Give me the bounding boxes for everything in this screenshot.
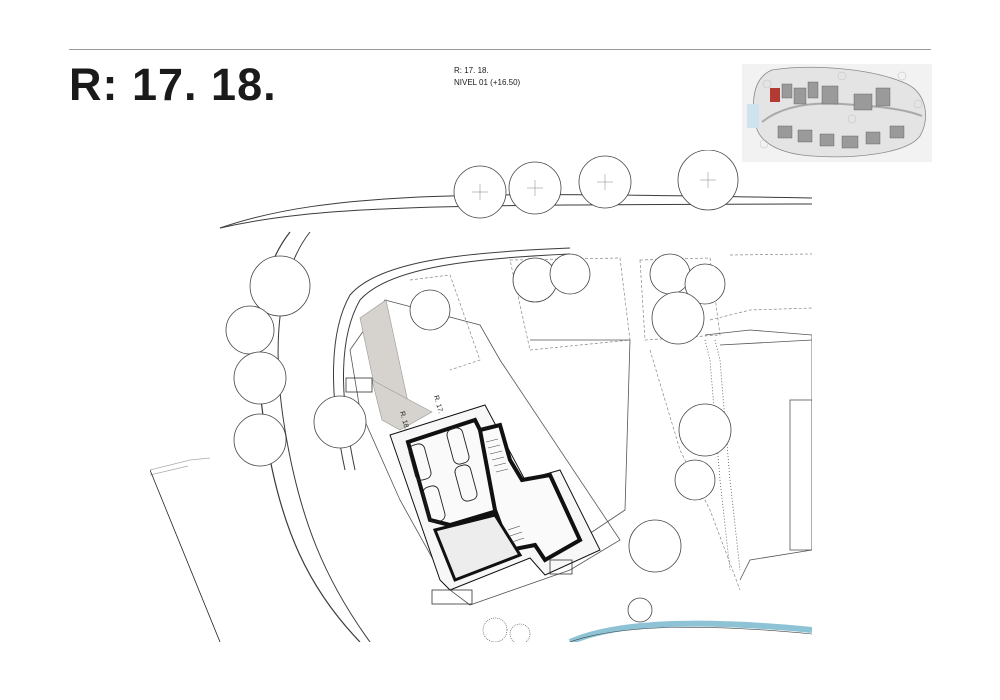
level-label: NIVEL 01 (+16.50) [454,78,521,87]
top-rule [69,49,931,50]
unit-label-r17: R. 17. [432,395,444,415]
road-inner-edge [219,203,812,229]
trees [225,150,739,573]
key-plan [742,64,932,162]
key-plan-highlight [770,88,780,102]
floor-plan: R. 18. R. 17. [150,150,812,642]
sheet-subtitle: R: 17. 18. NIVEL 01 (+16.50) [454,65,520,89]
unit-label-r18: R. 18. [398,411,410,431]
sheet-ref: R: 17. 18. [454,66,489,75]
page-title: R: 17. 18. [69,59,277,110]
unit-footprint [389,404,601,591]
water-channel [568,620,812,642]
